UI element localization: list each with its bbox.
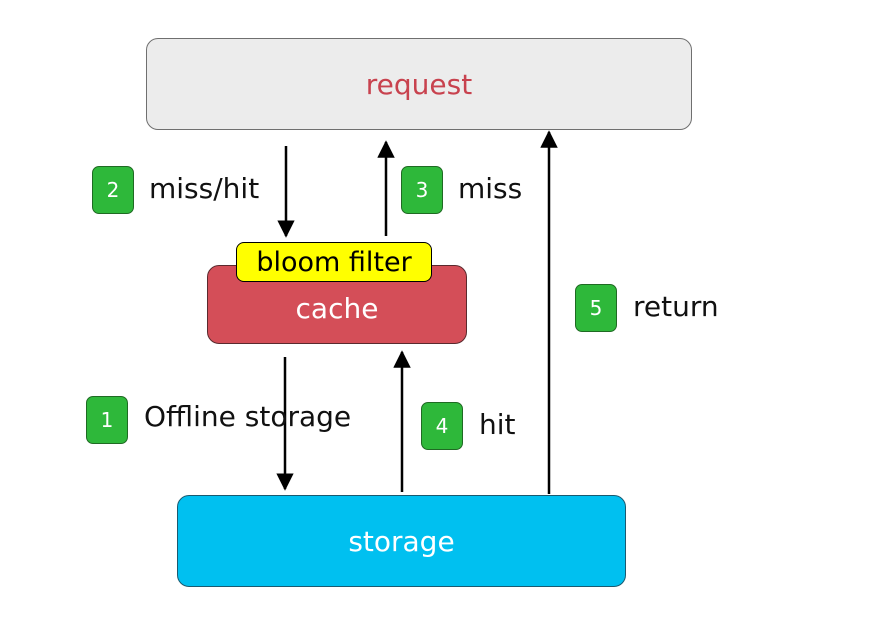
request-label: request xyxy=(365,67,473,101)
request-node: request xyxy=(146,38,692,130)
step-4-label: hit xyxy=(479,408,516,441)
step-3-label: miss xyxy=(458,172,523,205)
bloom-filter-node: bloom filter xyxy=(236,242,432,282)
storage-label: storage xyxy=(348,524,455,558)
step-1-label: Offline storage xyxy=(144,400,352,433)
step-1-badge: 1 xyxy=(86,396,128,444)
step-4-badge: 4 xyxy=(421,402,463,450)
step-2-label: miss/hit xyxy=(149,172,260,205)
cache-label: cache xyxy=(295,292,379,325)
step-3-badge: 3 xyxy=(401,166,443,214)
step-5-badge: 5 xyxy=(575,284,617,332)
step-5-label: return xyxy=(633,290,719,323)
bloom-filter-label: bloom filter xyxy=(256,246,412,278)
storage-node: storage xyxy=(177,495,626,587)
step-2-badge: 2 xyxy=(92,166,134,214)
